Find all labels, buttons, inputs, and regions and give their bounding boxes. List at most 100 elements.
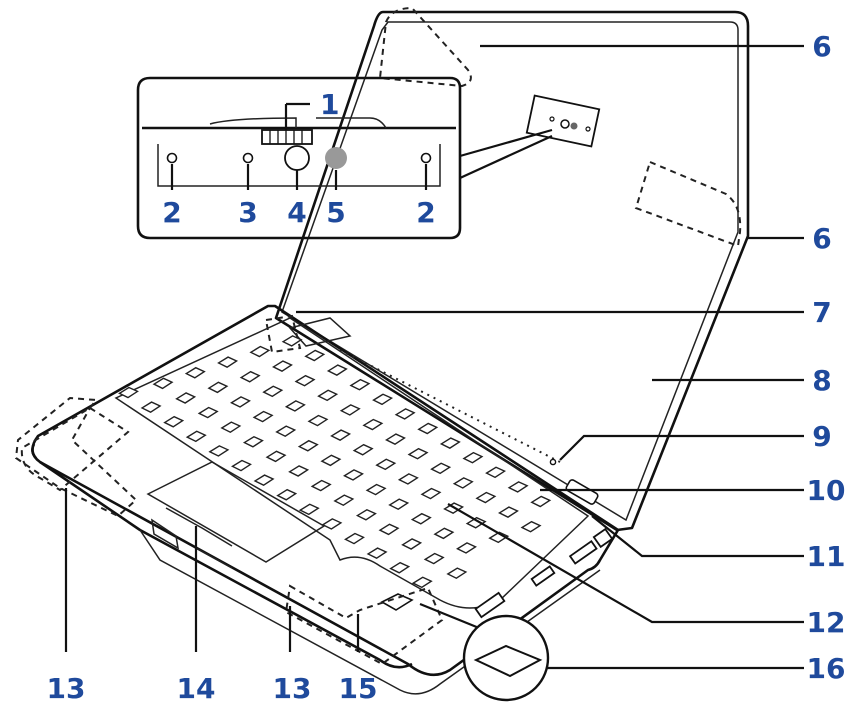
keyboard-key [118,386,139,399]
keyboard-key [344,532,365,545]
keyboard-key [462,451,484,464]
display-lid [274,6,750,532]
keyboard-key [262,385,284,398]
laptop-base [14,304,620,695]
keyboard-key [163,415,185,428]
keyboard-key [281,335,303,347]
callout-15: 15 [339,672,378,705]
webcam-module [525,94,601,148]
keyboard-key [497,506,519,518]
keyboard-key [321,518,343,530]
keyboard-key [184,366,206,379]
callout-1: 1 [320,88,339,121]
keyboard-key [475,491,497,504]
keyboard-key [271,360,293,372]
keyboard-key [420,487,442,500]
keyboard-key [410,512,432,525]
callout-5: 5 [326,196,345,229]
keyboard-key [507,481,529,493]
keyboard-key [530,495,552,508]
keyboard-key [330,429,352,441]
keyboard-key [520,520,542,533]
keyboard-key [401,538,423,550]
callout-13-left: 13 [47,672,86,705]
keyboard-key [372,393,394,406]
keyboard-key [294,374,316,387]
keyboard-key [239,370,261,383]
callout-2-right: 2 [416,196,435,229]
keyboard-key [389,561,411,574]
port-2 [530,565,556,587]
keyboard-key [397,473,419,485]
keyboard-key [284,400,306,412]
keyboard-key [388,498,410,510]
keyboard-key [326,364,348,376]
keyboard-key [207,381,229,394]
keyboard-key [439,437,461,449]
keyboard-key [430,462,452,475]
keyboard-key [485,466,507,479]
keyboard-key [456,542,477,554]
keyboard-key [297,439,319,452]
camera-status-light [242,152,254,164]
leader-12 [447,503,804,624]
antenna-area-top [378,6,472,88]
keyboard-key [276,488,298,501]
keyboard-key [220,421,242,434]
fingerprint-sensor [380,593,414,611]
callout-16: 16 [807,652,846,685]
microphone-left [166,152,178,164]
keyboard-key [230,396,251,408]
keyboard-key [231,459,252,472]
keyboard-key [249,345,271,358]
port-3 [474,591,506,619]
callout-14: 14 [177,672,216,705]
keyboard-key [307,414,329,427]
keyboard-key [317,389,339,402]
keyboard-key [433,527,455,540]
keyboard-key [298,503,320,516]
keyboard-key [355,508,377,521]
ir-sensor [325,147,347,169]
fingerprint-sensor-zoomed [473,644,543,678]
keyboard-key [242,435,264,448]
keyboard-key [265,450,287,463]
callout-7: 7 [812,296,831,329]
keyboard-key [375,458,397,471]
keyboard-key [339,404,361,416]
keyboard-key [411,576,433,589]
leader-11 [591,515,804,558]
keyboard-key [275,425,297,437]
status-indicator [549,458,557,466]
antenna-area-right [634,160,742,248]
keyboard-key [253,474,275,486]
callout-11: 11 [807,540,846,573]
leader-lines [64,44,804,702]
keyboard-key [352,443,374,456]
callout-10: 10 [807,474,846,507]
callout-6-right: 6 [812,222,831,255]
keyboard-key [185,430,207,443]
camera-inset [136,76,553,240]
callout-8: 8 [812,364,831,397]
keyboard-key [423,552,445,565]
keyboard-key [349,378,371,391]
wireless-antenna-left [20,406,130,492]
keyboard-key [152,377,174,390]
keyboard-key [378,523,400,536]
keyboard-key [384,433,406,445]
keyboard-key [417,422,439,435]
callout-13-front: 13 [273,672,312,705]
keyboard-key [304,349,326,362]
keyboard-key [452,477,474,489]
keyboard-key [407,447,429,460]
callout-6-top: 6 [812,30,831,63]
power-button [565,479,599,505]
leader-9 [559,434,804,461]
keyboard-key [140,401,162,413]
webcam-lens [284,145,310,171]
keyboard-key [252,410,274,423]
keyboard-key [343,469,364,481]
